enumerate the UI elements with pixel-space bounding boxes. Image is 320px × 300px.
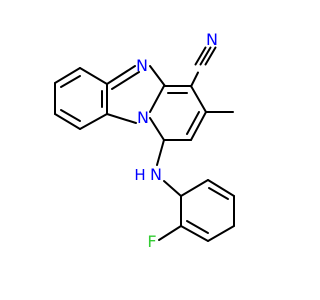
bond-c1-nh (156, 139, 165, 166)
bond-ph-4 (207, 225, 235, 242)
amine-linker (156, 139, 182, 197)
fluorophenyl-ring (158, 179, 235, 242)
bond-c4-c3 (190, 85, 207, 113)
bond-ph-1 (180, 179, 209, 197)
bond-nitrile-2 (199, 46, 212, 66)
nitrile-n-label: N (206, 30, 218, 49)
imidazole-ring (106, 65, 140, 124)
bond-nitrile-3 (204, 46, 217, 66)
bond-ph-2-inner (208, 187, 229, 200)
bridge-n-label: N (137, 108, 149, 127)
amine-h-label: H (134, 166, 145, 184)
bond-benz-2-inner (60, 75, 81, 88)
bond-nitrile-1 (194, 46, 207, 66)
structure-svg: N N N N H F (54, 30, 235, 251)
fluorine-label: F (147, 232, 156, 251)
benzo-ring (54, 67, 108, 130)
pyridine-ring (149, 65, 234, 141)
bond-nh-aryl (163, 180, 182, 197)
bond-benz-1 (79, 67, 108, 85)
bond-c1-nbridge (149, 117, 165, 141)
bond-benz-4 (54, 113, 81, 130)
bond-ph-f (158, 225, 182, 241)
bond-ph-5 (180, 225, 209, 242)
bond-benz-4-inner (60, 109, 81, 122)
bond-nimine-c9a (106, 65, 136, 85)
imine-n-label: N (136, 56, 148, 75)
bond-nbridge-c4a (149, 85, 165, 113)
bond-ph-5-inner (186, 220, 209, 234)
bond-nimine-c4a (149, 65, 166, 87)
bond-benz-5 (79, 113, 108, 130)
amine-n-label: N (150, 165, 162, 184)
bond-c3-c2-inner (186, 111, 200, 135)
bond-c4-cn (190, 71, 199, 88)
bond-nimine-c9a-inner (111, 71, 140, 90)
bond-c3-c2 (190, 111, 207, 141)
bond-c5a-nbridge (106, 113, 137, 124)
bond-ph-2 (207, 179, 235, 197)
nitrile-group (190, 46, 217, 88)
bond-benz-2 (54, 67, 81, 84)
molecule-diagram: N N N N H F (54, 30, 235, 251)
